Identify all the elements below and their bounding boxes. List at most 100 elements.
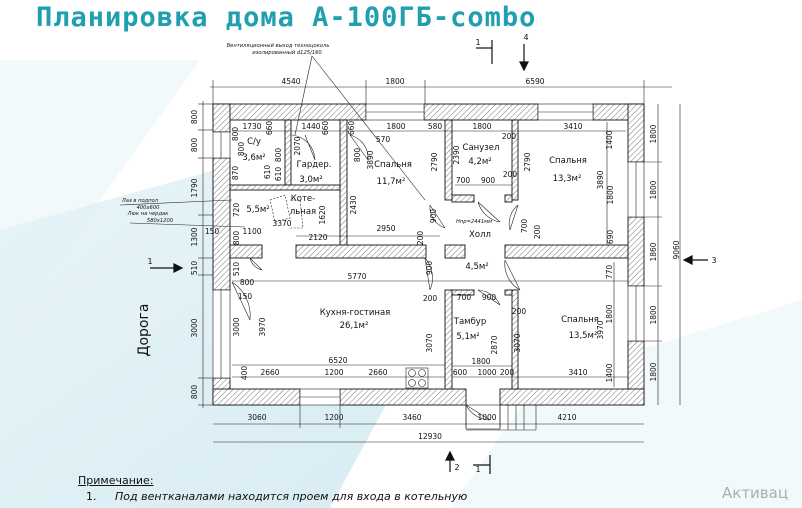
room-area: 13,5м²: [569, 331, 598, 341]
dimension-label: 1860: [649, 242, 658, 261]
wall-segment: [212, 103, 231, 133]
dimension-label: 800: [190, 385, 199, 400]
dimension-label: 3070: [425, 333, 434, 352]
room-area: 3,6м²: [242, 153, 265, 163]
dimension-label: 580: [428, 122, 443, 131]
dimension-label: 4540: [281, 77, 300, 86]
dimension-label: 5770: [347, 272, 366, 281]
wall-segment: [444, 289, 453, 390]
wall-segment: [511, 119, 519, 201]
dimension-label: 9060: [672, 240, 681, 259]
dimension-label: 2120: [308, 233, 327, 242]
room-name: Спальня: [374, 160, 412, 170]
wall-segment: [423, 103, 539, 121]
dimension-label: 770: [605, 265, 614, 280]
dimension-label: 1200: [324, 413, 343, 422]
page-title: Планировка дома А-100ГБ-combo: [36, 2, 537, 33]
room-name: Спальня: [561, 315, 599, 325]
note-number: 1.: [86, 490, 97, 503]
wall-segment: [212, 103, 367, 121]
wall-segment: [339, 119, 348, 246]
wall-segment: [444, 119, 453, 201]
room-area: 4,5м²: [465, 262, 488, 272]
wall-segment: [627, 103, 645, 163]
dimension-label: 3070: [513, 333, 522, 352]
leader-lines: [119, 55, 426, 228]
dimension-label: 660: [347, 121, 356, 136]
room-name: Холл: [469, 230, 491, 240]
wall-segment: [212, 157, 231, 291]
activation-watermark: Активац: [722, 484, 789, 502]
dimension-label: 610: [263, 165, 272, 180]
dimension-label: 3410: [568, 368, 587, 377]
dimension-label: 3890: [366, 150, 375, 169]
wall-segment: [451, 194, 475, 203]
stove-icon: [405, 367, 429, 389]
dimension-label: 2950: [376, 224, 395, 233]
dimension-label: 700: [457, 293, 472, 302]
dimension-label: 1800: [605, 304, 614, 323]
dimension-label: 660: [265, 121, 274, 136]
dimension-label: 3890: [596, 170, 605, 189]
dimension-label: 700: [520, 219, 529, 234]
room-area: 4,2м²: [468, 157, 491, 167]
dimension-label: 2390: [452, 145, 461, 164]
wall-segment: [504, 289, 513, 296]
room-name: льная: [290, 207, 316, 217]
section-mark-label: 1: [475, 38, 480, 47]
dimension-label: 150: [205, 227, 220, 236]
dimension-label: 900: [429, 209, 438, 224]
dimension-label: 3970: [258, 317, 267, 336]
room-name: С/у: [247, 137, 261, 147]
dimension-label: 200: [416, 231, 425, 246]
dimension-label: 400: [240, 366, 249, 381]
dimension-label: 610: [274, 167, 283, 182]
dimension-label: 2660: [368, 368, 387, 377]
dimension-label: 200: [502, 132, 517, 141]
underfloor-hatch-annotation: 400х600: [137, 205, 161, 211]
wall-segment: [229, 184, 341, 191]
wall-segment: [339, 388, 467, 406]
dimension-label: 1800: [472, 122, 491, 131]
dimension-label: 3410: [563, 122, 582, 131]
dimension-label: 1200: [324, 368, 343, 377]
underfloor-hatch-annotation: Лаз в подпол: [121, 198, 159, 204]
doors: [231, 134, 521, 421]
windows: [212, 103, 645, 406]
wall-segment: [499, 388, 645, 406]
wall-segment: [229, 244, 263, 259]
dimension-label: 800: [237, 142, 246, 157]
dimension-label: 1100: [242, 227, 261, 236]
wall-segment: [504, 194, 513, 203]
wall-segment: [295, 244, 427, 259]
ceiling-height-annotation: Нпр=2441мм: [456, 219, 492, 225]
dimension-label: 1000: [477, 368, 496, 377]
dimension-label: 1300: [190, 227, 199, 246]
dimension-label: 800: [190, 138, 199, 153]
dimension-label: 900: [481, 176, 496, 185]
dimension-label: 1800: [471, 357, 490, 366]
dimension-label: 2430: [349, 195, 358, 214]
dimension-label: 600: [453, 368, 468, 377]
section-mark-label: 1: [475, 465, 480, 474]
dimension-label: 870: [231, 166, 240, 181]
dimension-label: 800: [274, 148, 283, 163]
section-mark-label: 1: [147, 257, 152, 266]
note-text: Под вентканалами находится проем для вхо…: [115, 490, 468, 503]
dimension-label: 800: [190, 110, 199, 125]
dimension-label: 200: [503, 170, 518, 179]
room-name: Тамбур: [453, 317, 486, 327]
dimension-label: 700: [456, 176, 471, 185]
dimension-label: 3000: [190, 318, 199, 337]
wall-segment: [627, 216, 645, 287]
notes-heading: Примечание:: [78, 474, 154, 487]
vent-annotation: изолированный d125/160: [252, 50, 322, 56]
dimension-label: 200: [500, 368, 515, 377]
room-name: Гардер.: [297, 160, 332, 170]
dimension-label: 200: [423, 294, 438, 303]
dimension-label: 3460: [402, 413, 421, 422]
room-name: Кухня-гостиная: [320, 308, 391, 318]
dimension-label: 3370: [272, 219, 291, 228]
dimension-label: 3000: [232, 317, 241, 336]
